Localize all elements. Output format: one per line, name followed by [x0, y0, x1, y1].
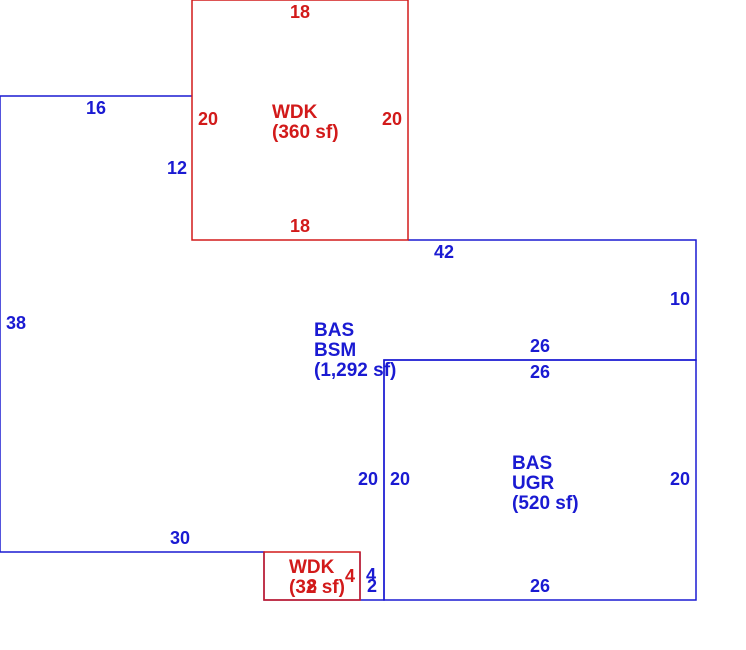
wdk-top-label-line2: (360 sf) — [272, 122, 339, 143]
bsm-dim-top-left: 16 — [86, 98, 106, 118]
bsm-dim-left-lower: 12 — [167, 158, 187, 178]
wdk-bottom-dim-right: 4 — [345, 566, 355, 586]
bas-bsm-label-line3: (1,292 sf) — [314, 360, 396, 381]
bsm-dim-notch-side: 4 — [366, 565, 376, 585]
bas-ugr-outline — [383, 359, 697, 601]
wdk-bottom-outline — [263, 551, 361, 601]
wdk-bottom-label-line1: WDK — [289, 557, 335, 578]
wdk-top-label-line1: WDK — [272, 102, 318, 123]
bas-bsm-label-line2: BSM — [314, 340, 356, 361]
bsm-dim-right-upper: 10 — [670, 289, 690, 309]
ugr-dim-bottom: 26 — [530, 576, 550, 596]
wdk-top-dim-bottom: 18 — [290, 216, 310, 236]
bsm-dim-top-right: 42 — [434, 242, 454, 262]
bas-ugr-label-line3: (520 sf) — [512, 493, 579, 514]
bsm-dim-step-side: 20 — [358, 469, 378, 489]
wdk-top-outline — [191, 0, 409, 241]
bsm-dim-notch-bottom: 2 — [367, 576, 377, 596]
bsm-dim-step-top: 26 — [530, 336, 550, 356]
ugr-dim-right: 20 — [670, 469, 690, 489]
bsm-dim-bottom: 30 — [170, 528, 190, 548]
ugr-dim-top: 26 — [530, 362, 550, 382]
bsm-dim-left-side: 38 — [6, 313, 26, 333]
bas-ugr-label-line2: UGR — [512, 473, 555, 494]
ugr-dim-left: 20 — [390, 469, 410, 489]
wdk-top-dim-top: 18 — [290, 2, 310, 22]
bas-bsm-label-line1: BAS — [314, 320, 354, 341]
wdk-bottom-label-line2: (32 sf) — [289, 577, 345, 598]
wdk-top-dim-left: 20 — [198, 109, 218, 129]
wdk-bottom-dim-left: 8 — [307, 576, 317, 596]
wdk-top-dim-right: 20 — [382, 109, 402, 129]
bas-ugr-label-line1: BAS — [512, 453, 552, 474]
